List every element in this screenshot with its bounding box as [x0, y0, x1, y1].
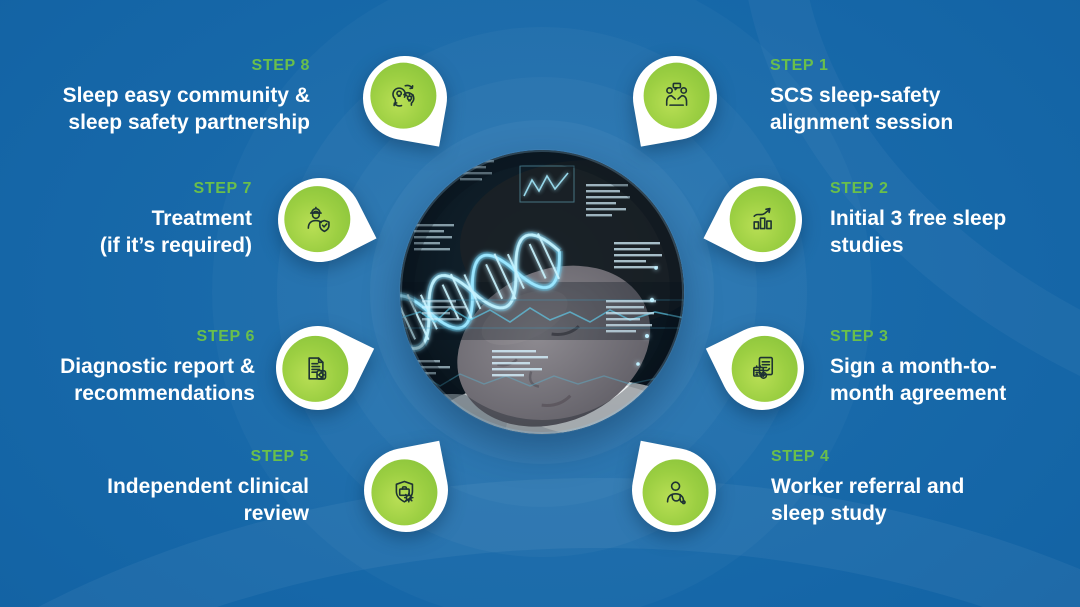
- step-1-label: STEP 1: [770, 57, 829, 74]
- step-3-label: STEP 3: [830, 328, 889, 345]
- idea-exchange-icon: [391, 84, 415, 107]
- badge-circle: [644, 62, 711, 129]
- step-4-badge: [624, 440, 724, 540]
- step-1-text: STEP 1 SCS sleep-safety alignment sessio…: [770, 57, 1070, 136]
- meeting-icon: [666, 82, 688, 106]
- step-8-label: STEP 8: [251, 57, 310, 74]
- badge-circle: [369, 62, 436, 129]
- step-5-label: STEP 5: [250, 448, 309, 465]
- step-4-title: Worker referral and sleep study: [771, 475, 965, 525]
- step-7-label: STEP 7: [193, 180, 252, 197]
- shield-briefcase-gear-icon: [395, 481, 414, 504]
- step-2-badge: [703, 163, 817, 277]
- step-7-badge: [263, 163, 377, 277]
- badge-teardrop: [705, 311, 819, 425]
- step-2-title: Initial 3 free sleep studies: [830, 207, 1007, 257]
- badge-teardrop: [261, 311, 375, 425]
- step-6-label: STEP 6: [196, 328, 255, 345]
- step-1-title: SCS sleep-safety alignment session: [770, 84, 954, 134]
- badge-teardrop: [703, 163, 817, 277]
- badge-circle: [730, 185, 797, 252]
- badge-circle: [281, 336, 348, 403]
- sleep-hologram-art: [400, 150, 684, 434]
- badge-teardrop: [356, 49, 454, 147]
- step-8-text: STEP 8 Sleep easy community & sleep safe…: [0, 57, 310, 136]
- step-3-text: STEP 3 Sign a month-to- month agreement: [830, 328, 1075, 407]
- badge-teardrop: [626, 49, 724, 147]
- step-7-text: STEP 7 Treatment (if it’s required): [0, 180, 252, 259]
- badge-circle: [283, 185, 350, 252]
- step-8-badge: [356, 49, 454, 147]
- step-8-title: Sleep easy community & sleep safety part…: [62, 84, 310, 134]
- report-gear-icon: [307, 357, 326, 381]
- badge-teardrop: [356, 440, 456, 540]
- center-photo-sleeping-worker: [400, 150, 684, 434]
- step-2-text: STEP 2 Initial 3 free sleep studies: [830, 180, 1070, 259]
- doctor-icon: [667, 482, 687, 505]
- step-7-title: Treatment (if it’s required): [99, 207, 252, 257]
- badge-circle: [642, 459, 709, 526]
- badge-circle: [371, 459, 438, 526]
- step-1-badge: [626, 49, 724, 147]
- step-2-label: STEP 2: [830, 180, 889, 197]
- step-3-title: Sign a month-to- month agreement: [830, 355, 1007, 405]
- badge-circle: [732, 336, 799, 403]
- step-5-badge: [356, 440, 456, 540]
- step-6-badge: [261, 311, 375, 425]
- step-3-badge: [705, 311, 819, 425]
- step-6-text: STEP 6 Diagnostic report & recommendatio…: [0, 328, 255, 407]
- step-5-title: Independent clinical review: [107, 475, 309, 525]
- badge-teardrop: [263, 163, 377, 277]
- bar-chart-growth-icon: [754, 207, 773, 230]
- step-4-text: STEP 4 Worker referral and sleep study: [771, 448, 1031, 527]
- step-5-text: STEP 5 Independent clinical review: [9, 448, 309, 527]
- agreement-calendar-icon: [753, 357, 774, 380]
- worker-shield-check-icon: [306, 206, 330, 232]
- step-6-title: Diagnostic report & recommendations: [60, 355, 255, 405]
- step-4-label: STEP 4: [771, 448, 830, 465]
- badge-teardrop: [624, 440, 724, 540]
